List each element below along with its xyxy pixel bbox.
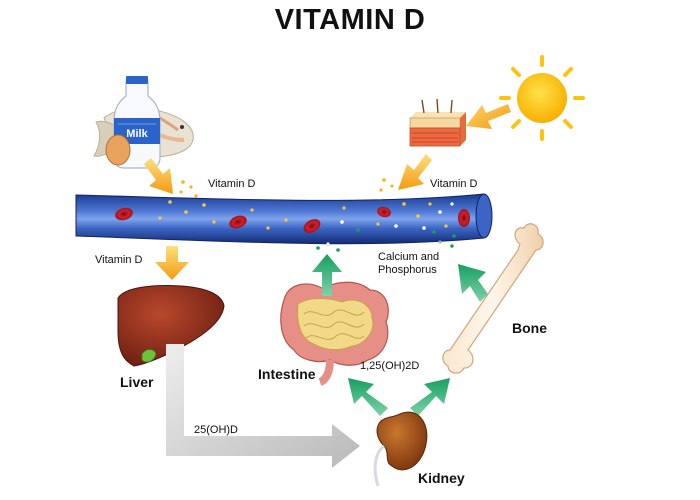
kidney-to-bone-arrow	[410, 378, 450, 416]
skin-icon	[409, 98, 466, 147]
kidney-label: Kidney	[418, 470, 465, 486]
calcitriol-label: 1,25(OH)2D	[360, 360, 420, 372]
vitamin-d-dots-skin	[379, 178, 394, 192]
vitamin-d-dots-food	[179, 180, 198, 198]
calcidiol-label: 25(OH)D	[194, 424, 239, 436]
skin-to-vessel-arrow	[398, 154, 432, 190]
vitamin-d-skin-label: Vitamin D	[430, 178, 478, 190]
bone-icon	[442, 223, 544, 374]
egg-icon	[105, 134, 131, 166]
vitamin-d-food-label: Vitamin D	[208, 178, 256, 190]
nutrient-dots	[158, 200, 456, 238]
calcium-phosphorus-dots	[316, 240, 454, 252]
bone-to-vessel-arrow	[458, 264, 488, 302]
liver-to-kidney-arrow	[166, 344, 360, 468]
kidney-to-intestine-arrow	[348, 378, 388, 416]
sun-icon	[499, 55, 585, 141]
phosphorus-label: Phosphorus	[378, 264, 437, 276]
intestine-icon	[280, 281, 389, 386]
bone-label: Bone	[512, 320, 547, 336]
vitamin-d-liver-label: Vitamin D	[95, 254, 143, 266]
liver-label: Liver	[120, 374, 154, 390]
page-title: VITAMIN D	[274, 4, 426, 36]
food-to-vessel-arrow	[144, 158, 173, 194]
kidney-icon	[373, 411, 428, 487]
calcium-label: Calcium and	[378, 251, 440, 263]
milk-label: Milk	[126, 128, 148, 140]
blood-vessel-icon	[75, 193, 493, 245]
intestine-label: Intestine	[258, 366, 316, 382]
intestine-to-vessel-arrow	[312, 254, 342, 296]
sun-to-skin-arrow	[466, 104, 511, 129]
liver-icon	[117, 285, 225, 367]
red-blood-cells	[115, 206, 470, 233]
vessel-to-liver-arrow	[155, 246, 189, 280]
